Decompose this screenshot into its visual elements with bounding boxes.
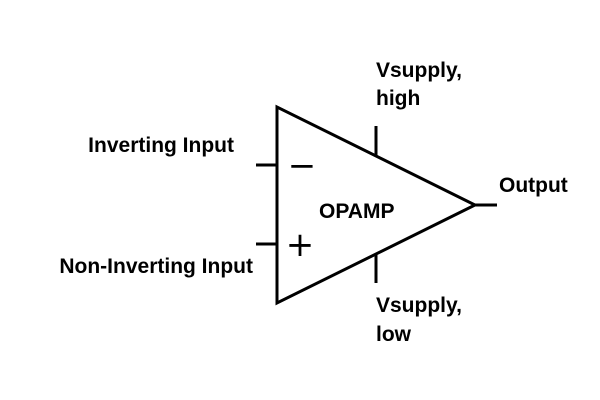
non-inverting-input-label: Non-Inverting Input: [59, 255, 253, 278]
output-label: Output: [499, 174, 568, 197]
vsupply-high-label-line2: high: [376, 87, 420, 110]
vsupply-low-label-line2: low: [376, 323, 412, 346]
vsupply-low-label-line1: Vsupply,: [376, 294, 462, 317]
opamp-label: OPAMP: [319, 200, 394, 223]
vsupply-high-label-line1: Vsupply,: [376, 59, 462, 82]
inverting-input-label: Inverting Input: [88, 134, 234, 157]
plus-symbol: +: [286, 225, 315, 265]
minus-symbol: −: [288, 146, 317, 186]
